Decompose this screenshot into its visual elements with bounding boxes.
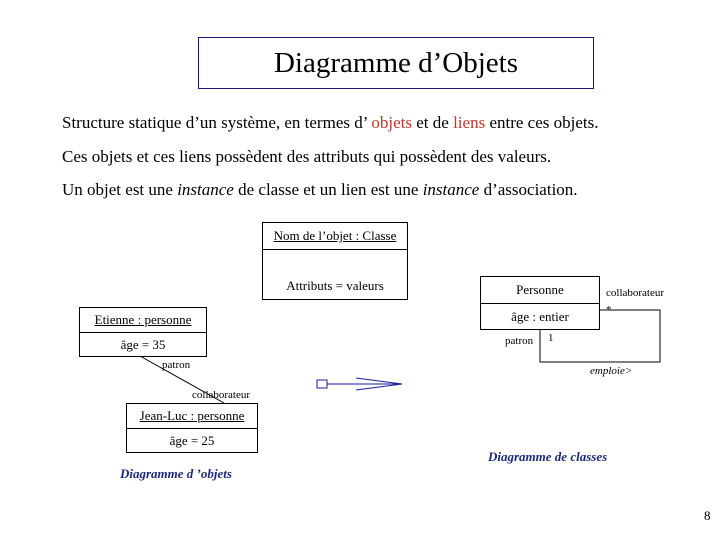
role-collaborateur-class: collaborateur [606, 287, 665, 299]
role-patron-class: patron [505, 335, 534, 347]
caption-object-diagram: Diagramme d ’objets [120, 466, 232, 481]
italic-instance-2: instance [422, 180, 480, 199]
highlight-liens: liens [453, 113, 486, 132]
role-patron-object: patron [162, 359, 191, 371]
legend-box: Nom de l’objet : Classe Attributs = vale… [262, 222, 408, 300]
multiplicity-star: * [606, 304, 612, 316]
etienne-attr: âge = 35 [120, 337, 166, 352]
page-number: 8 [704, 508, 711, 523]
role-collaborateur-object: collaborateur [192, 389, 251, 401]
line3-part-a: Un objet est une [62, 180, 178, 199]
slide-title-text: Diagramme d’Objets [273, 46, 518, 79]
arrow-head [355, 377, 403, 391]
class-association-line [539, 309, 661, 363]
line1-part-c: et de [412, 113, 454, 132]
highlight-objets: objets [371, 113, 412, 132]
personne-divider [481, 303, 599, 304]
object-link-line [139, 355, 225, 404]
etienne-divider [80, 332, 206, 333]
slide-title: Diagramme d’Objets [198, 37, 594, 89]
object-jeanluc: Jean-Luc : personne âge = 25 [126, 403, 258, 453]
jeanluc-name: Jean-Luc : personne [139, 408, 245, 423]
italic-instance-1: instance [177, 180, 234, 199]
legend-name: Nom de l’objet : Classe [273, 228, 397, 243]
line1-part-a: Structure statique d’un système, en term… [62, 113, 372, 132]
class-personne: Personne âge : entier [480, 276, 600, 330]
text-line-2: Ces objets et ces liens possèdent des at… [62, 147, 551, 167]
association-emploie: emploie> [590, 365, 633, 377]
legend-attrs: Attributs = valeurs [286, 278, 384, 293]
etienne-name: Etienne : personne [94, 312, 192, 327]
personne-attr: âge : entier [511, 309, 569, 324]
text-line-3: Un objet est une instance de classe et u… [62, 180, 578, 200]
jeanluc-attr: âge = 25 [169, 433, 215, 448]
arrow-tail-square [316, 379, 328, 389]
line2-text: Ces objets et ces liens possèdent des at… [62, 147, 552, 166]
line1-part-e: entre ces objets. [485, 113, 599, 132]
multiplicity-one: 1 [548, 332, 554, 344]
jeanluc-divider [127, 428, 257, 429]
personne-name: Personne [516, 282, 564, 297]
line3-part-e: d’association. [479, 180, 578, 199]
legend-divider [263, 249, 407, 250]
object-etienne: Etienne : personne âge = 35 [79, 307, 207, 357]
text-line-1: Structure statique d’un système, en term… [62, 113, 598, 133]
caption-class-diagram: Diagramme de classes [488, 449, 608, 464]
line3-part-c: de classe et un lien est une [233, 180, 423, 199]
